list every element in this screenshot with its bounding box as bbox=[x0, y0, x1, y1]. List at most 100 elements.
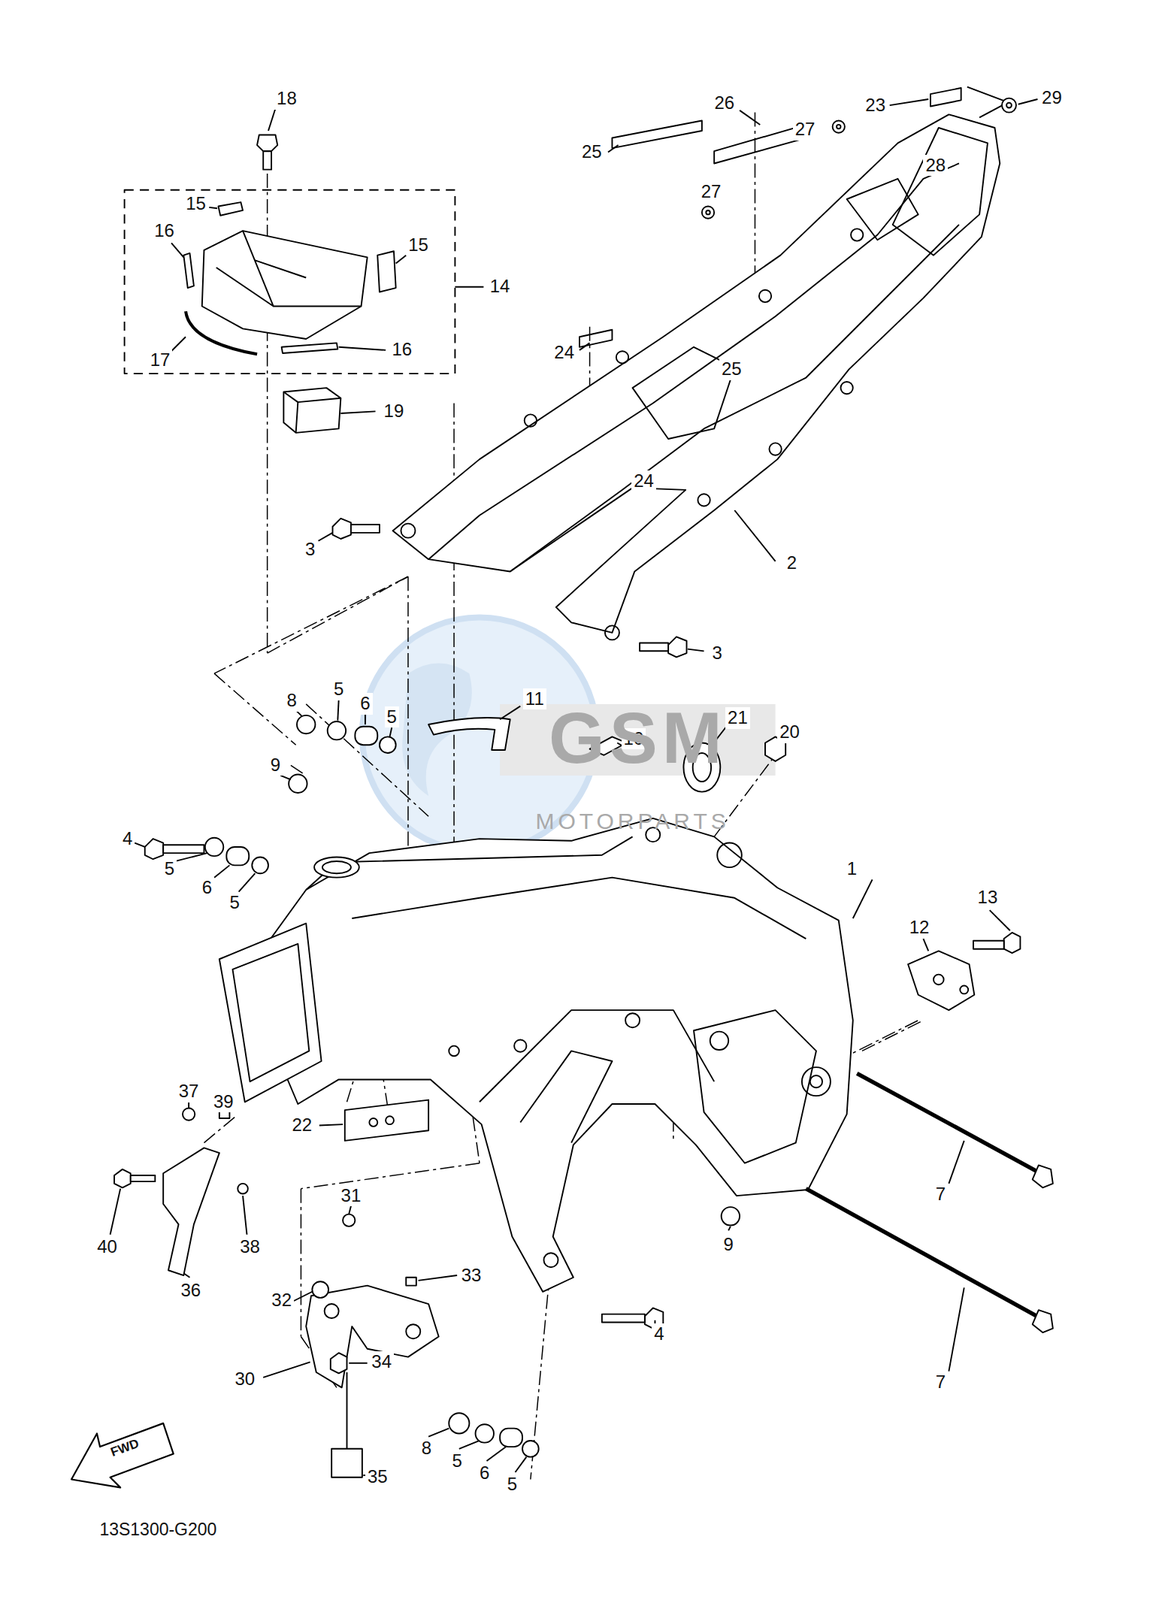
callout-number: 25 bbox=[579, 141, 605, 163]
drawing-part bbox=[214, 576, 409, 674]
drawing-part bbox=[163, 1147, 220, 1276]
drawing-part bbox=[348, 1206, 352, 1215]
callout-number: 12 bbox=[907, 916, 933, 939]
drawing-part bbox=[283, 392, 341, 433]
drawing-part bbox=[522, 1440, 539, 1458]
drawing-part bbox=[379, 736, 397, 754]
drawing-part bbox=[351, 524, 380, 533]
drawing-part bbox=[346, 1372, 349, 1450]
drawing-part bbox=[850, 228, 863, 241]
drawing-part bbox=[305, 704, 429, 817]
drawing-part bbox=[214, 865, 230, 878]
drawing-part bbox=[892, 127, 988, 256]
callout-number: 5 bbox=[505, 1473, 520, 1495]
drawing-part bbox=[1001, 98, 1017, 113]
drawing-part bbox=[340, 411, 376, 414]
drawing-part bbox=[486, 1446, 506, 1462]
drawing-part bbox=[257, 134, 278, 152]
drawing-part bbox=[331, 1449, 363, 1478]
drawing-part bbox=[930, 87, 962, 106]
drawing-part bbox=[520, 1050, 612, 1143]
callout-number: 27 bbox=[699, 181, 724, 203]
callout-number: 5 bbox=[449, 1450, 464, 1472]
callout-number: 5 bbox=[384, 706, 400, 728]
drawing-part bbox=[1004, 932, 1021, 954]
drawing-part bbox=[183, 1273, 190, 1278]
drawing-part bbox=[390, 727, 393, 737]
drawing-part bbox=[145, 838, 164, 860]
drawing-part bbox=[428, 163, 960, 560]
drawing-part bbox=[948, 1140, 964, 1184]
drawing-part bbox=[1032, 1165, 1054, 1188]
drawing-part bbox=[853, 879, 873, 919]
callout-number: 36 bbox=[178, 1280, 203, 1302]
drawing-part bbox=[237, 1183, 249, 1195]
drawing-part bbox=[337, 699, 339, 721]
callout-number: 35 bbox=[365, 1466, 391, 1488]
callout-number: 29 bbox=[1039, 87, 1065, 109]
callout-number: 32 bbox=[269, 1289, 294, 1311]
callout-number: 7 bbox=[933, 1183, 948, 1205]
drawing-part bbox=[579, 342, 591, 351]
drawing-part bbox=[710, 1031, 729, 1051]
callout-number: 17 bbox=[148, 349, 173, 371]
drawing-part bbox=[283, 387, 341, 433]
drawing-part bbox=[124, 190, 456, 374]
drawing-part bbox=[293, 1292, 312, 1302]
drawing-part bbox=[524, 414, 537, 427]
drawing-part bbox=[510, 224, 960, 572]
drawing-part bbox=[448, 1046, 460, 1057]
drawing-part bbox=[187, 1101, 190, 1108]
callout-number: 5 bbox=[162, 858, 177, 880]
callout-number: 1 bbox=[844, 858, 860, 880]
drawing-part bbox=[393, 114, 1001, 633]
drawing-part bbox=[226, 847, 249, 866]
diagram-code: 13S1300-G200 bbox=[96, 1519, 219, 1541]
drawing-part bbox=[1006, 102, 1012, 109]
drawing-part bbox=[288, 774, 307, 793]
drawing-part bbox=[1032, 1310, 1054, 1333]
drawing-part bbox=[907, 950, 975, 1011]
drawing-part bbox=[338, 347, 386, 351]
drawing-part bbox=[305, 1286, 439, 1389]
callout-number: 16 bbox=[151, 220, 177, 242]
drawing-part bbox=[183, 253, 194, 288]
watermark: MOTORPARTS bbox=[532, 807, 732, 835]
drawing-part bbox=[705, 210, 710, 215]
drawing-part bbox=[263, 1361, 310, 1377]
drawing-part bbox=[448, 1413, 470, 1434]
drawing-part bbox=[721, 1207, 740, 1226]
callout-number: 38 bbox=[237, 1236, 263, 1258]
drawing-part bbox=[805, 1189, 1041, 1319]
drawing-part bbox=[405, 1277, 417, 1287]
callout-number: 2 bbox=[784, 552, 799, 574]
drawing-part bbox=[344, 1100, 429, 1141]
drawing-part bbox=[418, 1275, 458, 1281]
callout-number: 24 bbox=[551, 341, 577, 364]
drawing-part bbox=[605, 625, 620, 640]
callout-number: 25 bbox=[719, 358, 745, 380]
callout-number: 27 bbox=[792, 118, 818, 140]
drawing-part bbox=[579, 329, 612, 348]
drawing-part bbox=[625, 1013, 640, 1028]
drawing-part bbox=[281, 342, 339, 354]
callout-number: 6 bbox=[199, 877, 215, 899]
drawing-part bbox=[185, 311, 258, 355]
drawing-part bbox=[251, 857, 269, 875]
drawing-part bbox=[351, 877, 806, 939]
drawing-part bbox=[296, 715, 315, 734]
drawing-part bbox=[322, 861, 352, 874]
drawing-part bbox=[702, 205, 715, 218]
drawing-part bbox=[454, 286, 484, 288]
drawing-part bbox=[973, 941, 1005, 950]
drawing-part bbox=[134, 843, 146, 848]
drawing-part bbox=[267, 576, 409, 654]
drawing-part bbox=[330, 1352, 348, 1374]
callout-number: 15 bbox=[405, 234, 431, 256]
drawing-part bbox=[862, 1020, 923, 1052]
callout-number: 13 bbox=[975, 886, 1001, 908]
callout-number: 3 bbox=[302, 538, 318, 560]
callout-number: 3 bbox=[710, 642, 725, 664]
callout-number: 39 bbox=[211, 1091, 237, 1113]
